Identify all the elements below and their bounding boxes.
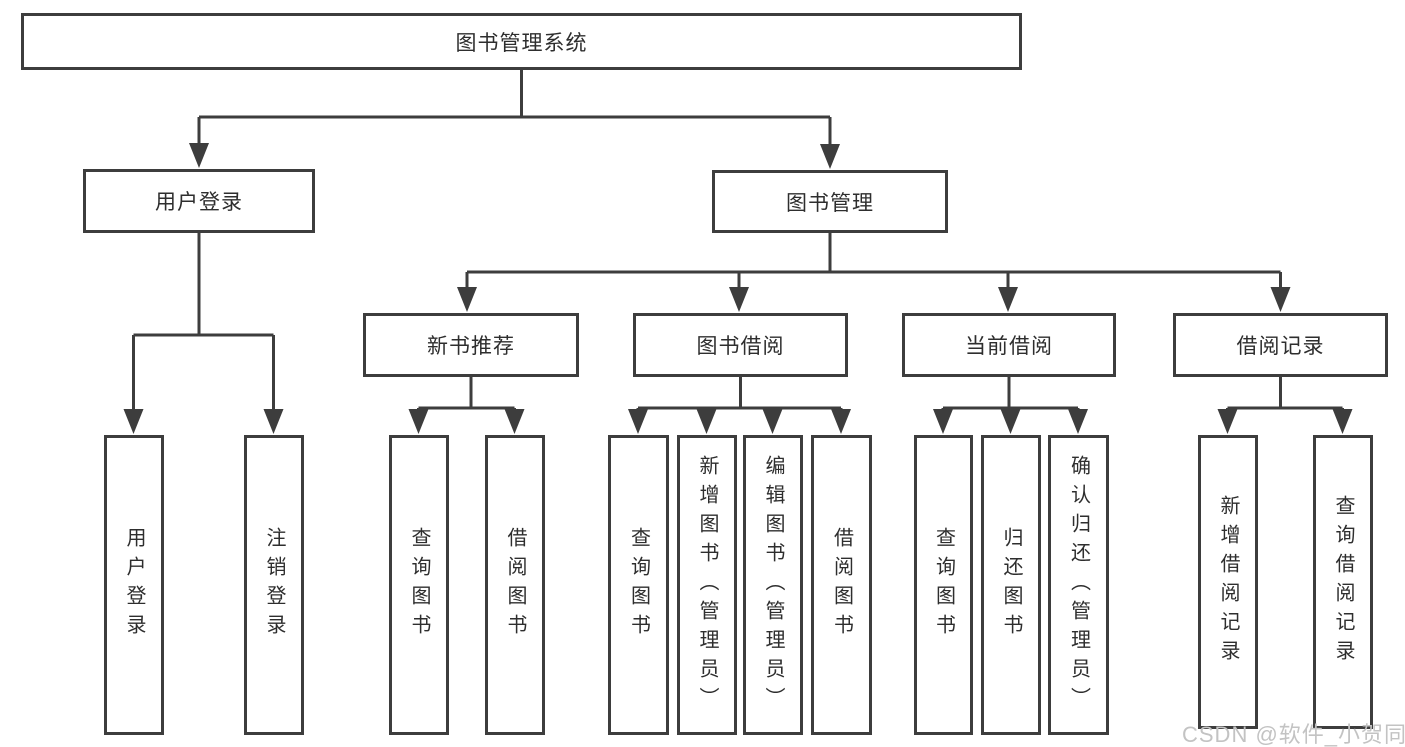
node-borrowing-records: 借阅记录 bbox=[1173, 313, 1388, 377]
node-current-borrowing: 当前借阅 bbox=[902, 313, 1116, 377]
leaf-query-books-borrowing: 查询图书 bbox=[608, 435, 669, 735]
leaf-confirm-return-admin: 确认归还（管理员） bbox=[1048, 435, 1109, 735]
csdn-watermark: CSDN @软件_小贺同学 bbox=[1182, 722, 1405, 747]
node-new-book-recommendation: 新书推荐 bbox=[363, 313, 579, 377]
node-book-borrowing: 图书借阅 bbox=[633, 313, 848, 377]
leaf-query-borrow-record: 查询借阅记录 bbox=[1313, 435, 1373, 729]
leaf-query-books-current: 查询图书 bbox=[914, 435, 973, 735]
leaf-add-book-admin: 新增图书（管理员） bbox=[677, 435, 737, 735]
node-user-login: 用户登录 bbox=[83, 169, 315, 233]
arrowheads bbox=[123, 143, 1353, 434]
leaf-return-books: 归还图书 bbox=[981, 435, 1041, 735]
leaf-query-books-recommend: 查询图书 bbox=[389, 435, 449, 735]
leaf-user-login: 用户登录 bbox=[104, 435, 164, 735]
leaf-edit-book-admin: 编辑图书（管理员） bbox=[743, 435, 803, 735]
node-library-management-system: 图书管理系统 bbox=[21, 13, 1022, 70]
node-book-management: 图书管理 bbox=[712, 170, 948, 233]
leaf-borrow-books-recommend: 借阅图书 bbox=[485, 435, 545, 735]
leaf-logout-login: 注销登录 bbox=[244, 435, 304, 735]
leaf-borrow-books-borrowing: 借阅图书 bbox=[811, 435, 872, 735]
leaf-add-borrow-record: 新增借阅记录 bbox=[1198, 435, 1258, 729]
